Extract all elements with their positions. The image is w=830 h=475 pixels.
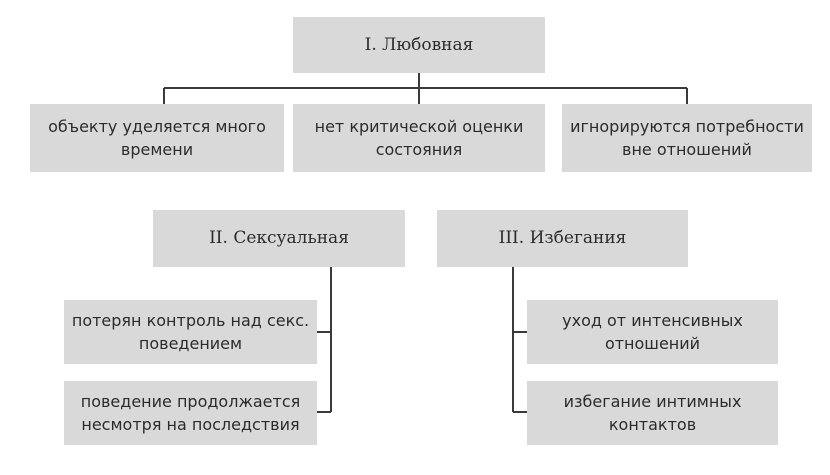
group-2-node: II. Сексуальная — [153, 210, 405, 267]
group-3-item-2: избегание интимных контактов — [527, 381, 778, 445]
group-2-node-label: II. Сексуальная — [209, 228, 349, 248]
group-3-item-2-label: избегание интимных контактов — [563, 392, 742, 434]
group-3-item-1: уход от интенсивных отношений — [527, 300, 778, 364]
root-child-2: нет критической оценки состояния — [293, 104, 545, 172]
group-3-item-1-label: уход от интенсивных отношений — [562, 311, 743, 353]
root-child-3-label: игнорируются потребности вне отношений — [570, 117, 804, 159]
root-child-1-label: объекту уделяется много времени — [48, 117, 266, 159]
root-node: I. Любовная — [293, 17, 545, 73]
group-2-item-1-label: потерян контроль над секс. поведением — [71, 311, 310, 353]
group-3-node: III. Избегания — [437, 210, 688, 267]
root-child-2-label: нет критической оценки состояния — [314, 117, 524, 159]
root-child-3: игнорируются потребности вне отношений — [562, 104, 812, 172]
root-node-label: I. Любовная — [364, 34, 474, 55]
root-child-1: объекту уделяется много времени — [30, 104, 284, 172]
group-2-item-2: поведение продолжается несмотря на после… — [64, 381, 317, 445]
group-2-item-1: потерян контроль над секс. поведением — [64, 300, 317, 364]
group-2-item-2-label: поведение продолжается несмотря на после… — [80, 392, 301, 434]
group-3-node-label: III. Избегания — [498, 228, 627, 248]
